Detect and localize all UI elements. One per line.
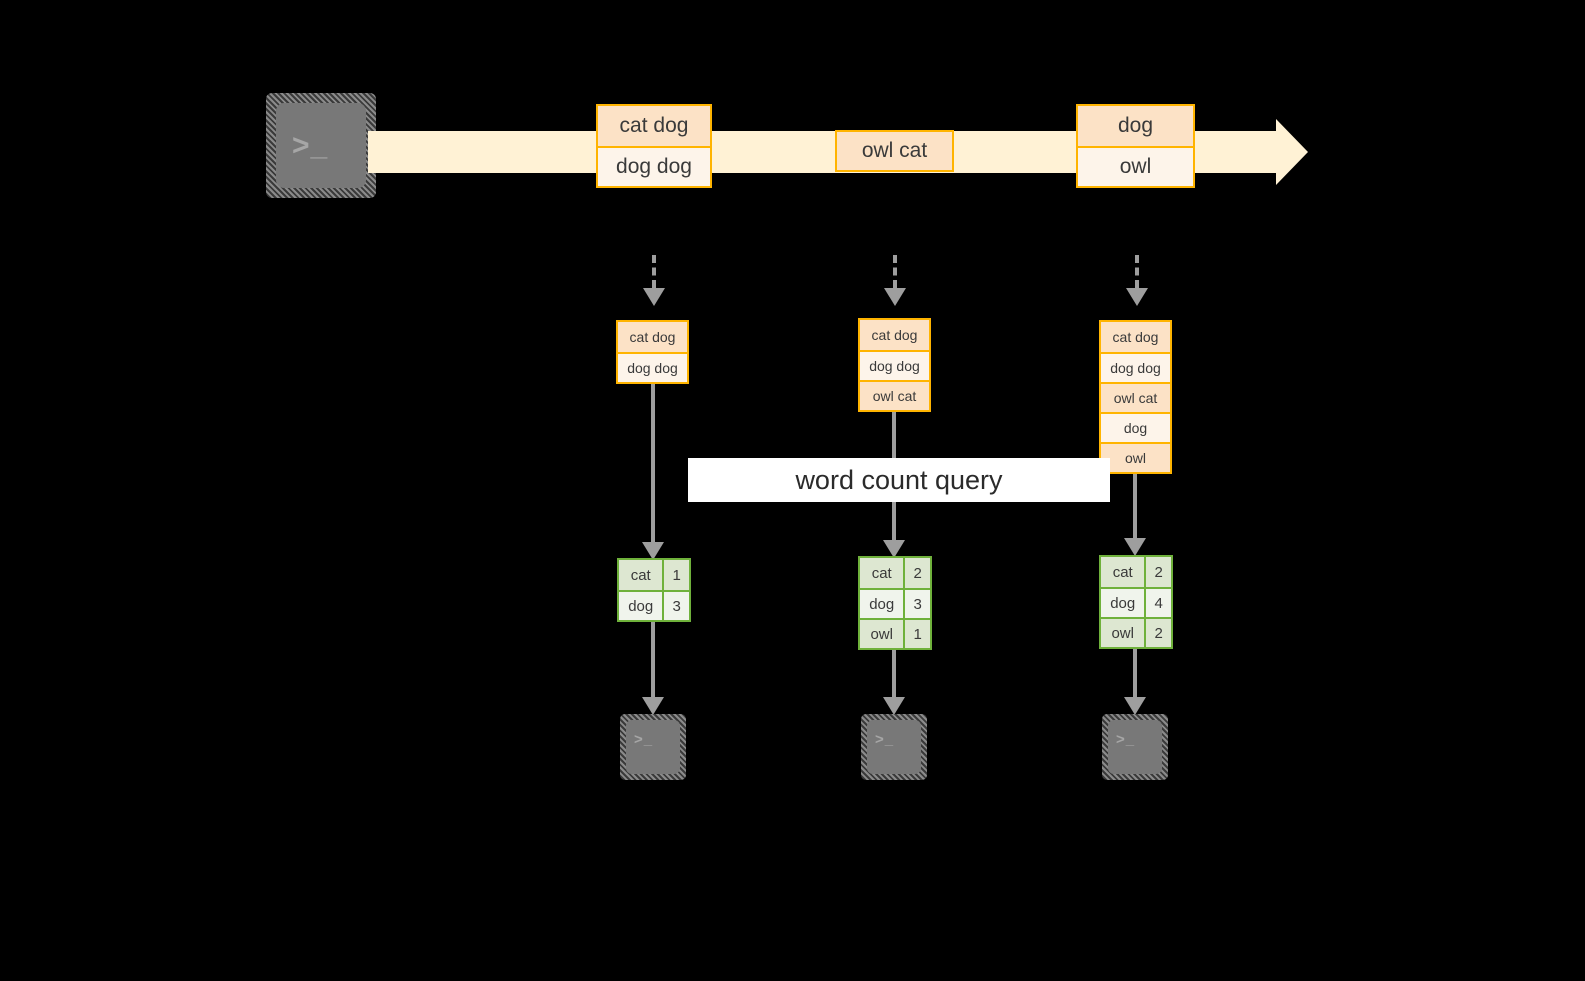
- sink-line-3: [1133, 649, 1137, 697]
- stream-message: owl cat: [837, 132, 952, 170]
- result-word: dog: [860, 590, 904, 618]
- snapshot-box-1: cat dog dog dog: [616, 320, 689, 384]
- snapshot-trigger-arrowhead-3: [1126, 288, 1148, 306]
- snapshot-row: dog dog: [618, 352, 687, 382]
- result-row: dog 3: [619, 590, 689, 620]
- terminal-prompt-glyph: >_: [875, 731, 895, 748]
- snapshot-box-2: cat dog dog dog owl cat: [858, 318, 931, 412]
- sink-terminal-icon-2: >_: [861, 714, 927, 780]
- result-count: 3: [662, 592, 689, 620]
- stream-message: owl: [1078, 146, 1193, 186]
- result-row: owl 1: [860, 618, 930, 648]
- result-count: 3: [903, 590, 930, 618]
- result-word: owl: [1101, 619, 1145, 647]
- result-table-3: cat 2 dog 4 owl 2: [1099, 555, 1173, 649]
- result-word: dog: [619, 592, 663, 620]
- sink-arrowhead-1: [642, 697, 664, 715]
- query-arrowhead-3: [1124, 538, 1146, 556]
- stream-group-3: dog owl: [1076, 104, 1195, 188]
- result-row: cat 1: [619, 560, 689, 590]
- query-arrowhead-2: [883, 540, 905, 558]
- snapshot-row: dog dog: [1101, 352, 1170, 382]
- sink-line-2: [892, 650, 896, 697]
- sink-arrowhead-2: [883, 697, 905, 715]
- terminal-prompt-glyph: >_: [634, 731, 654, 748]
- snapshot-box-3: cat dog dog dog owl cat dog owl: [1099, 320, 1172, 474]
- result-row: cat 2: [860, 558, 930, 588]
- snapshot-row: cat dog: [860, 320, 929, 350]
- result-count: 2: [903, 558, 930, 588]
- snapshot-row: dog: [1101, 412, 1170, 442]
- sink-terminal-icon-3: >_: [1102, 714, 1168, 780]
- result-row: dog 4: [1101, 587, 1171, 617]
- snapshot-row: owl cat: [1101, 382, 1170, 412]
- query-line-1: [651, 384, 655, 542]
- result-count: 2: [1144, 619, 1171, 647]
- snapshot-row: owl cat: [860, 380, 929, 410]
- result-row: cat 2: [1101, 557, 1171, 587]
- result-word: dog: [1101, 589, 1145, 617]
- snapshot-row: dog dog: [860, 350, 929, 380]
- query-label-band: word count query: [688, 458, 1110, 502]
- snapshot-trigger-line-2: [893, 255, 897, 288]
- result-word: cat: [1101, 557, 1145, 587]
- snapshot-row: cat dog: [1101, 322, 1170, 352]
- stream-group-2: owl cat: [835, 130, 954, 172]
- result-word: owl: [860, 620, 904, 648]
- snapshot-row: owl: [1101, 442, 1170, 472]
- result-count: 1: [903, 620, 930, 648]
- result-count: 2: [1144, 557, 1171, 587]
- query-label-text: word count query: [795, 464, 1003, 495]
- query-line-3: [1133, 474, 1137, 538]
- sink-arrowhead-3: [1124, 697, 1146, 715]
- snapshot-trigger-line-3: [1135, 255, 1139, 288]
- stream-message: cat dog: [598, 106, 710, 146]
- terminal-prompt-glyph: >_: [292, 129, 329, 162]
- result-row: dog 3: [860, 588, 930, 618]
- stream-message: dog dog: [598, 146, 710, 186]
- terminal-prompt-glyph: >_: [1116, 731, 1136, 748]
- stream-arrow-head: [1276, 119, 1308, 185]
- source-terminal-icon: >_: [266, 93, 376, 198]
- result-row: owl 2: [1101, 617, 1171, 647]
- result-table-2: cat 2 dog 3 owl 1: [858, 556, 932, 650]
- snapshot-trigger-arrowhead-1: [643, 288, 665, 306]
- stream-message: dog: [1078, 106, 1193, 146]
- snapshot-trigger-line-1: [652, 255, 656, 288]
- snapshot-row: cat dog: [618, 322, 687, 352]
- query-arrowhead-1: [642, 542, 664, 560]
- result-count: 1: [662, 560, 689, 590]
- snapshot-trigger-arrowhead-2: [884, 288, 906, 306]
- result-word: cat: [860, 558, 904, 588]
- sink-line-1: [651, 622, 655, 697]
- result-word: cat: [619, 560, 663, 590]
- stream-group-1: cat dog dog dog: [596, 104, 712, 188]
- result-table-1: cat 1 dog 3: [617, 558, 691, 622]
- result-count: 4: [1144, 589, 1171, 617]
- sink-terminal-icon-1: >_: [620, 714, 686, 780]
